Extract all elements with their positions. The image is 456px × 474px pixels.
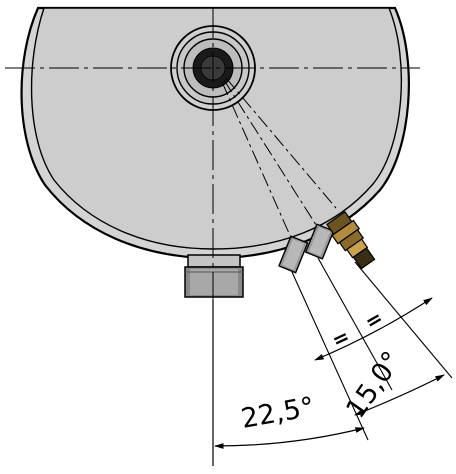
equal-spacing-dimension: = = [314, 297, 433, 361]
angle-dimension-15-0: 15,0° [340, 346, 445, 424]
nozzle-2 [304, 223, 335, 260]
housing-body [20, 6, 410, 260]
angle-label-22-5: 22,5° [239, 392, 317, 435]
bottom-connector [184, 254, 244, 298]
angle-label-15-0: 15,0° [340, 346, 408, 424]
angle-dimension-22-5: 22,5° [214, 392, 365, 449]
nozzle-1 [278, 235, 309, 274]
equal-mark-2: = [361, 305, 388, 334]
center-lines [5, 8, 420, 466]
brass-fitting [326, 210, 376, 270]
equal-mark-1: = [328, 324, 353, 353]
